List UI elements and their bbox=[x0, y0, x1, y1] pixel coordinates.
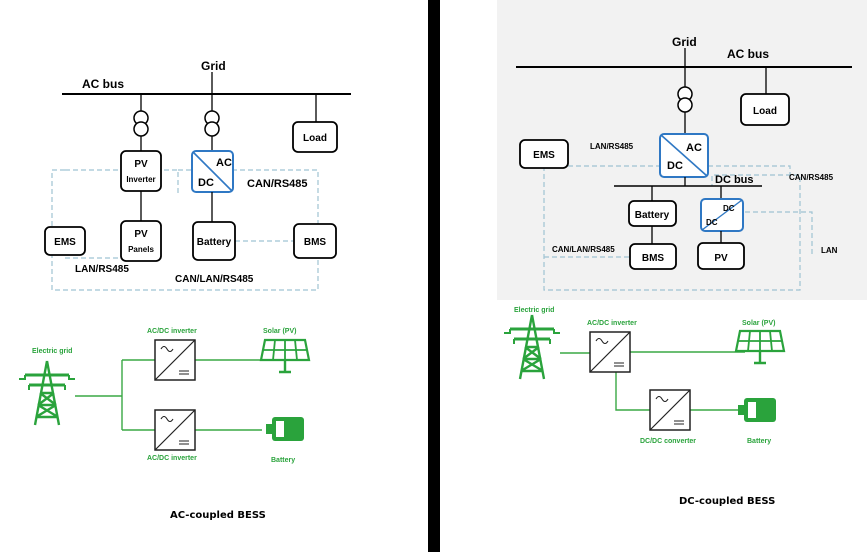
ac-coupled-diagram: Grid AC bus Load PV Inverter AC DC CAN/R… bbox=[17, 59, 351, 464]
can-rs485-label: CAN/RS485 bbox=[247, 178, 308, 190]
transmission-tower-icon bbox=[17, 359, 77, 427]
acdc-inverter-top-label: AC/DC inverter bbox=[147, 328, 197, 335]
bms-box bbox=[629, 243, 677, 270]
battery-icon bbox=[266, 417, 304, 441]
dcdc-top-label: DC bbox=[723, 204, 735, 213]
acdc-inverter-bottom-label: AC/DC inverter bbox=[147, 455, 197, 462]
pcs-dc-label: DC bbox=[198, 177, 214, 189]
dc-coupled-diagram: Grid AC bus Load EMS LAN/RS485 AC DC DC … bbox=[497, 0, 867, 445]
dc-coupled-caption: DC-coupled BESS bbox=[679, 496, 776, 507]
pv-box bbox=[697, 242, 745, 270]
dcdc-lan-link bbox=[745, 211, 813, 256]
battery-label: Battery bbox=[197, 237, 232, 248]
pv-inverter-label: PV bbox=[134, 159, 148, 170]
grid-label: Grid bbox=[672, 35, 697, 49]
solar-panel-icon bbox=[259, 338, 311, 374]
ems-box bbox=[44, 226, 86, 256]
ems-label: EMS bbox=[533, 150, 555, 161]
solar-pv-label: Solar (PV) bbox=[263, 328, 296, 335]
pcs-dc-label: DC bbox=[667, 160, 683, 172]
ems-box bbox=[519, 139, 569, 169]
lan-rs485-label: LAN/RS485 bbox=[590, 142, 634, 151]
grid-label: Grid bbox=[201, 59, 226, 73]
pv-panels-box bbox=[120, 220, 162, 262]
acdc-inverter-label: AC/DC inverter bbox=[587, 320, 637, 327]
battery-icon bbox=[738, 398, 776, 422]
lan-rs485-label: LAN/RS485 bbox=[75, 264, 129, 275]
solar-panel-icon bbox=[734, 329, 786, 365]
ems-label: EMS bbox=[54, 237, 76, 248]
pv-panels-sublabel: Panels bbox=[128, 245, 154, 254]
load-label: Load bbox=[753, 106, 777, 117]
battery-label: Battery bbox=[635, 210, 670, 221]
bms-box bbox=[293, 223, 337, 259]
bms-label: BMS bbox=[642, 253, 665, 264]
inverter-icon bbox=[154, 339, 196, 381]
load-box bbox=[292, 121, 338, 153]
electric-grid-label: Electric grid bbox=[514, 307, 554, 314]
dcdc-bottom-label: DC bbox=[706, 218, 718, 227]
pv-label: PV bbox=[714, 253, 728, 264]
electric-grid-label: Electric grid bbox=[32, 348, 72, 355]
battery-green-label: Battery bbox=[271, 457, 295, 464]
ac-bus-label: AC bus bbox=[727, 47, 769, 61]
ac-coupled-caption: AC-coupled BESS bbox=[170, 510, 266, 521]
pcs-ac-label: AC bbox=[216, 157, 232, 169]
transformer-icon bbox=[133, 110, 149, 137]
bms-label: BMS bbox=[304, 237, 327, 248]
solar-pv-label: Solar (PV) bbox=[742, 320, 775, 327]
ac-bus-label: AC bus bbox=[82, 77, 124, 91]
center-divider bbox=[428, 0, 440, 552]
can-lan-rs485-label: CAN/LAN/RS485 bbox=[552, 245, 615, 254]
transmission-tower-icon bbox=[502, 313, 562, 381]
pcs-ac-label: AC bbox=[686, 142, 702, 154]
inverter-icon bbox=[154, 409, 196, 451]
can-lan-rs485-label: CAN/LAN/RS485 bbox=[175, 274, 254, 285]
load-box bbox=[740, 93, 790, 126]
inverter-icon bbox=[589, 331, 631, 373]
transformer-icon bbox=[204, 110, 220, 137]
dc-bus-label: DC bus bbox=[715, 174, 754, 186]
dcdc-converter-label: DC/DC converter bbox=[640, 438, 696, 445]
lan-label: LAN bbox=[821, 246, 838, 255]
can-rs485-label: CAN/RS485 bbox=[789, 173, 834, 182]
battery-green-label: Battery bbox=[747, 438, 771, 445]
transformer-icon bbox=[677, 86, 693, 113]
load-label: Load bbox=[303, 133, 327, 144]
pv-panels-label: PV bbox=[134, 229, 148, 240]
comm-boundary bbox=[51, 169, 319, 291]
battery-box bbox=[192, 221, 236, 261]
dcdc-converter-icon bbox=[649, 389, 691, 431]
pv-inverter-box bbox=[120, 150, 162, 192]
pv-inverter-sublabel: Inverter bbox=[126, 175, 155, 184]
